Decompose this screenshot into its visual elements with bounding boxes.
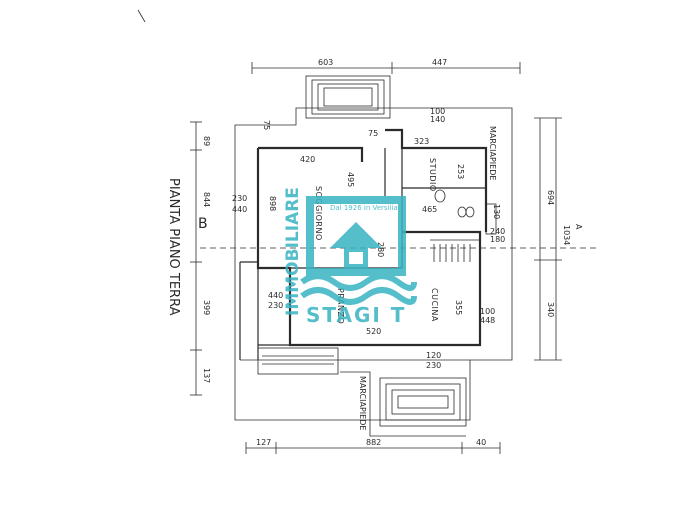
dim-left-bottom: 137 <box>202 368 211 383</box>
dim-left-wall-a: 230 <box>232 194 247 203</box>
dim-bath-w: 465 <box>422 205 437 214</box>
dim-living-width: 420 <box>300 155 315 164</box>
dim-bot-b: 230 <box>426 361 441 370</box>
marciapiede-bottom: MARCIAPIEDE <box>358 376 367 430</box>
room-studio: STUDIO <box>428 158 437 192</box>
room-cucina: CUCINA <box>430 288 439 322</box>
dim-right-total: 1034 <box>562 225 571 245</box>
dim-top-right: 447 <box>432 58 447 67</box>
dim-tw2: 75 <box>262 120 271 130</box>
watermark-line1: IMMOBILIARE <box>283 187 303 316</box>
sidewalk-outline <box>234 107 513 421</box>
dim-cucina-a: 100 <box>480 307 495 316</box>
dim-bottom-main: 882 <box>366 438 381 447</box>
dim-kitchen-w: 520 <box>366 327 381 336</box>
dim-studio-d: 253 <box>456 164 465 179</box>
internal-dimensions: 420 898 230 440 323 253 465 355 520 440 … <box>232 107 505 370</box>
dim-living-depth: 898 <box>268 196 277 211</box>
plan-title: PIANTA PIANO TERRA <box>166 178 181 316</box>
dim-right-upper: 694 <box>546 190 555 205</box>
dim-tw: 75 <box>368 129 378 138</box>
stray-mark <box>137 9 146 23</box>
dimension-top: 603 447 <box>251 58 521 74</box>
bathroom-fixtures <box>434 189 497 235</box>
section-marker-left: B <box>198 216 208 232</box>
watermark: IMMOBILIARE STAGI T Dal 1926 in Versilia <box>283 187 417 327</box>
bottom-steps <box>257 347 467 437</box>
dim-top-a: 100 <box>430 107 445 116</box>
dim-step: 130 <box>492 204 501 219</box>
dimension-bottom: 127 882 40 <box>245 438 501 454</box>
section-marker-right: A <box>574 224 583 230</box>
dim-mid-small: 495 <box>346 172 355 187</box>
dim-left-main: 844 <box>202 192 211 207</box>
dim-studio-w: 323 <box>414 137 429 146</box>
dimension-right: 694 1034 340 A <box>534 117 583 361</box>
top-terrace <box>305 75 391 119</box>
dim-low-b: 230 <box>268 301 283 310</box>
building-walls <box>239 128 488 361</box>
watermark-tagline: Dal 1926 in Versilia <box>330 204 398 212</box>
dim-right-lower: 340 <box>546 302 555 317</box>
dim-cucina-b: 448 <box>480 316 495 325</box>
dim-corr: 280 <box>376 242 385 257</box>
dim-bot-a: 120 <box>426 351 441 360</box>
dim-top-left: 603 <box>318 58 333 67</box>
watermark-logo <box>300 196 417 305</box>
dim-low-a: 440 <box>268 291 283 300</box>
dim-left-wall-b: 440 <box>232 205 247 214</box>
dimension-left: 89 844 399 137 <box>190 121 211 396</box>
dim-sb-b: 180 <box>490 235 505 244</box>
marciapiede-top: MARCIAPIEDE <box>488 126 497 180</box>
dim-left-lower: 399 <box>202 300 211 315</box>
dim-bottom-left: 127 <box>256 438 271 447</box>
watermark-line2: STAGI T <box>306 303 406 327</box>
room-pranzo: PRANZO <box>336 288 345 324</box>
dim-bottom-right: 40 <box>476 438 486 447</box>
staircase <box>430 239 480 262</box>
room-soggiorno: SOGGIORNO <box>314 186 323 241</box>
dim-sb-a: 240 <box>490 227 505 236</box>
dim-kitchen-d: 355 <box>454 300 463 315</box>
dim-left-upper: 89 <box>202 136 211 146</box>
dim-top-b: 140 <box>430 115 445 124</box>
